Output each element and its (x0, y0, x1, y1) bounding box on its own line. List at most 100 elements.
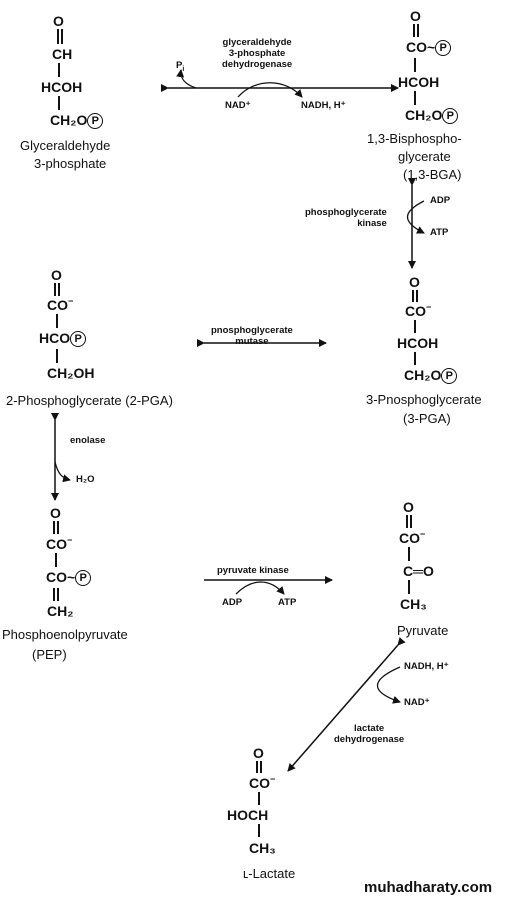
pyruvate-bond-2 (408, 580, 410, 594)
bga-double-bond-a (413, 24, 415, 37)
adp-atp-arc-2 (235, 581, 285, 595)
inorganic-phosphate-label: Pi (176, 60, 185, 73)
adp-atp-arc (406, 200, 425, 234)
lactate-bond-2 (258, 824, 260, 837)
lactate-bond-1 (258, 792, 260, 805)
g3p-double-bond-a (57, 29, 59, 44)
g3p-hcoh: HCOH (41, 79, 83, 95)
pep-bond-1 (55, 553, 57, 567)
pyruvate-name: Pyruvate (397, 623, 449, 638)
pyruvate-double-bond-a (406, 515, 408, 528)
enzyme-pyruvate-kinase: pyruvate kinase (217, 565, 289, 576)
2pga-name: 2-Phosphoglycerate (2-PGA) (6, 393, 173, 408)
g3p-bond-2 (58, 96, 60, 110)
2pga-bond-1 (56, 314, 58, 328)
pep-double-bond-a (53, 521, 55, 534)
pyruvate-ch3: CH₃ (400, 596, 427, 612)
bga-double-bond-b (417, 24, 419, 37)
3pga-bond-1 (414, 320, 416, 333)
g3p-oxygen: O (53, 13, 64, 29)
pyruvate-carboxylate: CO− (399, 529, 426, 546)
watermark-text: muhadharaty.com (364, 879, 493, 896)
pi-release-arrow (176, 69, 197, 89)
3pga-name-line1: 3-Pnosphoglycerate (366, 392, 482, 407)
pep-carboxylate: CO− (46, 535, 73, 552)
adp-label-2: ADP (222, 597, 243, 608)
pyruvate-keto: C═O (403, 563, 434, 579)
bga-name-line1: 1,3-Bisphospho- (367, 131, 462, 146)
water-release-arrow (54, 461, 71, 483)
nadh-label-2: NADH, H⁺ (404, 661, 449, 672)
3pga-carboxylate: CO− (405, 302, 432, 319)
pep-double-bond-d (57, 588, 59, 601)
pyruvate-bond-1 (408, 547, 410, 561)
3pga-double-bond-a (412, 290, 414, 302)
3pga-oxygen: O (409, 274, 420, 290)
lactate-oxygen: O (253, 745, 264, 761)
bga-oxygen: O (410, 8, 421, 24)
3pga-name-line2: (3-PGA) (403, 411, 451, 426)
nad-reduction-arc (237, 82, 303, 98)
pep-double-bond-c (53, 588, 55, 601)
2pga-carboxylate: CO− (47, 296, 74, 313)
2pga-double-bond-a (54, 283, 56, 296)
pyruvate-double-bond-b (410, 515, 412, 528)
3pga-bond-2 (414, 352, 416, 365)
enzyme-glyceraldehyde-3-phosphate-dehydrogenase: glyceraldehyde 3-phosphate dehydrogenase (222, 37, 293, 70)
pep-double-bond-b (57, 521, 59, 534)
enzyme-phosphoglycerate-kinase: phosphoglycerate kinase (305, 207, 387, 229)
g3p-aldehyde-ch: CH (52, 46, 73, 62)
atp-label: ATP (430, 227, 449, 238)
bga-bond-2 (414, 91, 416, 105)
lactate-ch3: CH₃ (249, 840, 276, 856)
enzyme-enolase: enolase (70, 435, 106, 446)
reaction-arrow-pyruvate-lactate (287, 637, 406, 772)
2pga-oxygen: O (51, 267, 62, 283)
2pga-ch2oh: CH₂OH (47, 365, 95, 381)
2pga-double-bond-b (58, 283, 60, 296)
adp-label: ADP (430, 195, 451, 206)
bga-name-line3: (1,3-BGA) (403, 167, 462, 182)
pep-ch2: CH₂ (47, 603, 74, 619)
pep-enol-carbon: CO~P (46, 570, 92, 587)
lactate-double-bond-a (256, 761, 258, 773)
3pga-hcoh: HCOH (397, 335, 439, 351)
nad-plus-label: NAD⁺ (225, 100, 251, 111)
nad-plus-label-2: NAD⁺ (404, 697, 430, 708)
g3p-name-line1: Glyceraldehyde (20, 138, 111, 153)
phosphate-icon: P (441, 368, 458, 385)
phosphate-icon: P (442, 108, 459, 125)
atp-label-2: ATP (278, 597, 297, 608)
lactate-name: ʟ-Lactate (243, 866, 296, 881)
bga-hcoh: HCOH (398, 74, 440, 90)
lactate-double-bond-b (260, 761, 262, 773)
phosphate-icon: P (435, 40, 452, 57)
pep-oxygen: O (50, 505, 61, 521)
phosphate-icon: P (87, 113, 104, 130)
pep-name-line1: Phosphoenolpyruvate (2, 627, 128, 642)
pep-name-line2: (PEP) (32, 647, 67, 662)
nadh-label: NADH, H⁺ (301, 100, 346, 111)
3pga-double-bond-b (416, 290, 418, 302)
phosphate-icon: P (75, 570, 92, 587)
water-label: H₂O (76, 474, 95, 485)
lactate-carboxylate: CO− (249, 774, 276, 791)
enzyme-phosphoglycerate-mutase: pnosphoglycerate mutase (211, 325, 293, 347)
bga-carbonyl: CO~P (406, 40, 452, 57)
nadh-oxidation-arc (377, 666, 401, 704)
2pga-bond-2 (56, 349, 58, 363)
enzyme-lactate-dehydrogenase: lactate dehydrogenase (334, 723, 405, 745)
g3p-bond-1 (58, 63, 60, 77)
g3p-name-line2: 3-phosphate (34, 156, 107, 171)
bga-name-line2: glycerate (398, 149, 451, 164)
g3p-double-bond-b (61, 29, 63, 44)
bga-bond-1 (414, 58, 416, 72)
phosphate-icon: P (70, 331, 87, 348)
lactate-hoch: HOCH (227, 807, 269, 823)
pyruvate-oxygen: O (403, 499, 414, 515)
